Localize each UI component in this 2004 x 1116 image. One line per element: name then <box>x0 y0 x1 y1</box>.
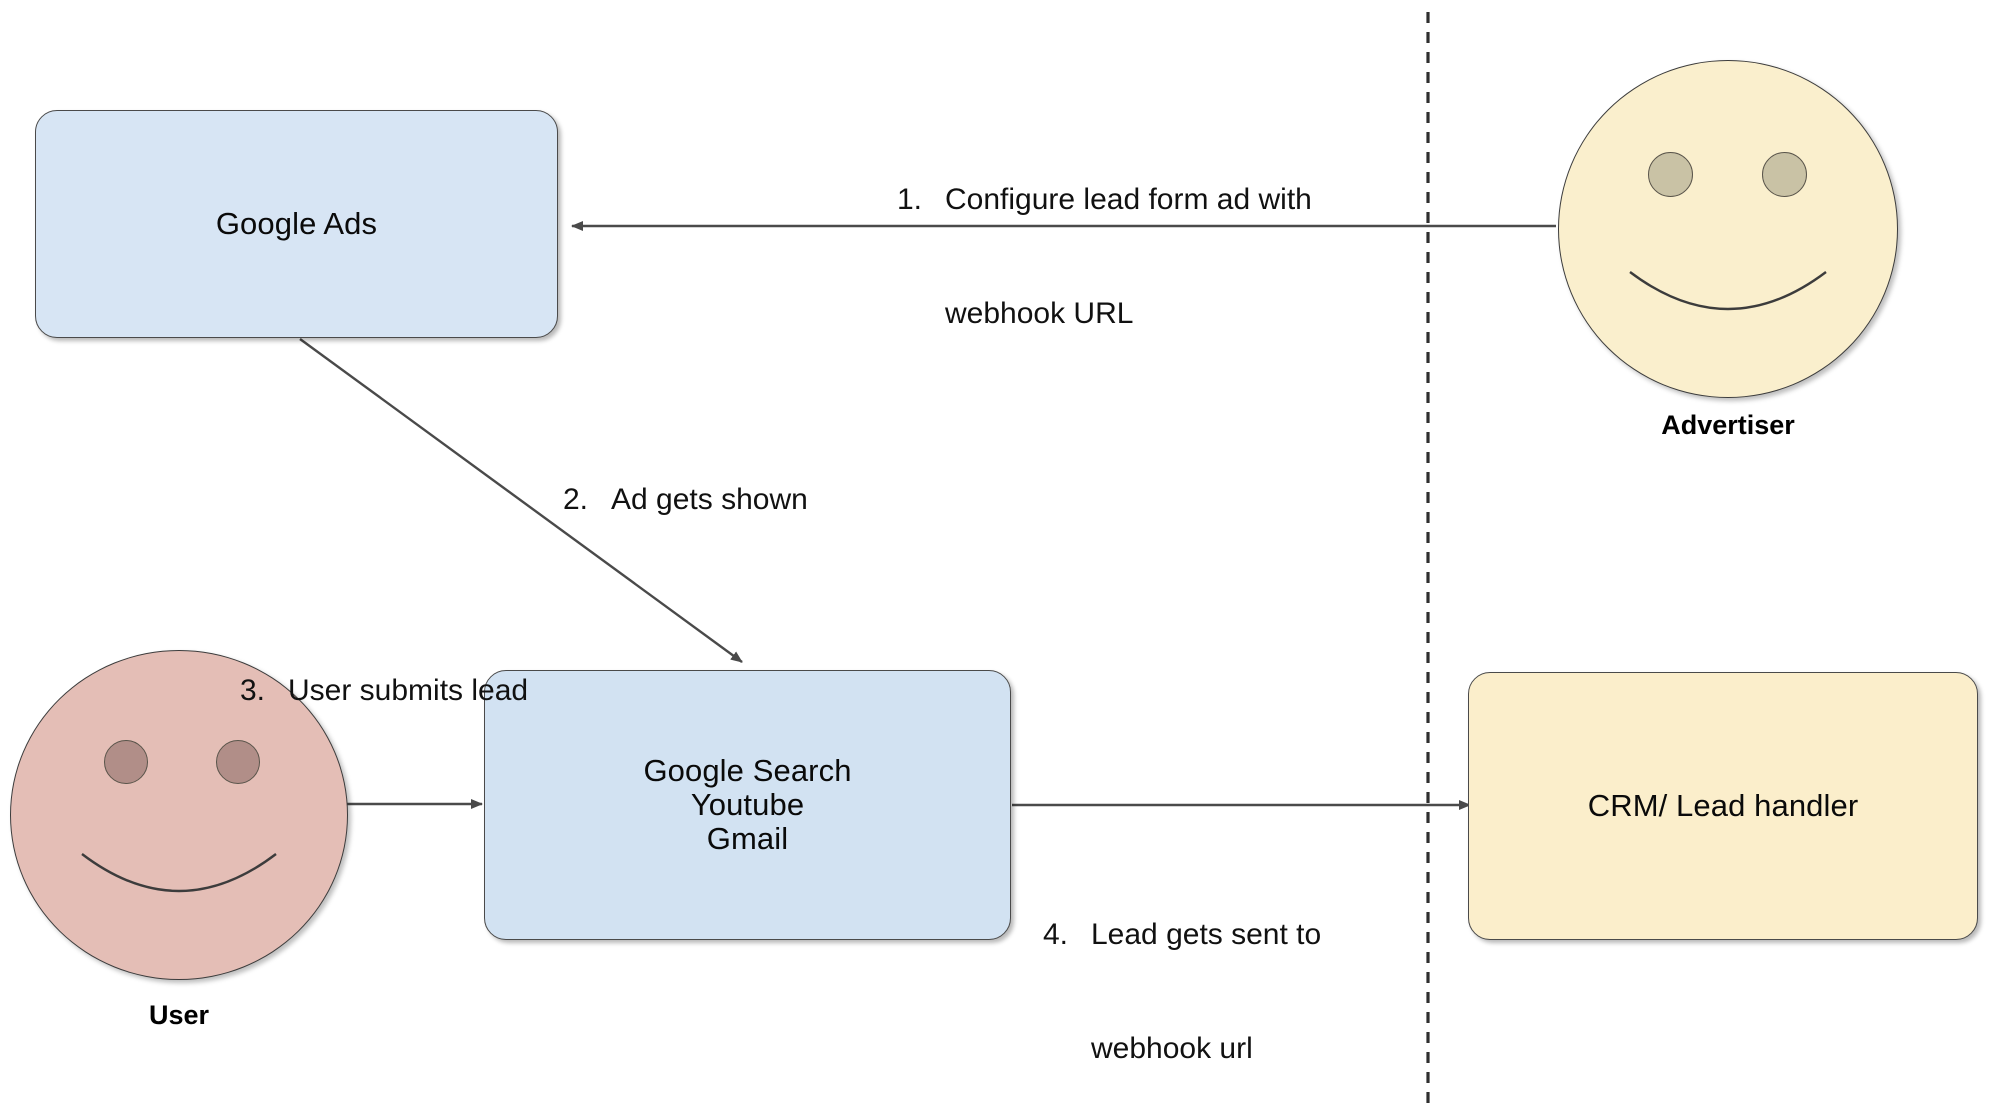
step-2-line-1: Ad gets shown <box>611 483 808 517</box>
step-4-label: 4. Lead gets sent to webhook url <box>1043 840 1321 1116</box>
step-4-number: 4. <box>1043 918 1069 952</box>
step-1-number: 1. <box>897 183 923 217</box>
advertiser-smile-icon <box>1629 271 1827 311</box>
user-left-eye-icon <box>104 740 148 784</box>
user-smiley-face-icon[interactable] <box>10 650 348 980</box>
step-3-line-1: User submits lead <box>288 674 529 708</box>
step-1-line-1: Configure lead form ad with <box>945 183 1312 217</box>
node-google-properties-label: Google Search Youtube Gmail <box>643 752 852 857</box>
advertiser-left-eye-icon <box>1648 152 1693 197</box>
step-3-label: 3. User submits lead <box>240 596 528 786</box>
advertiser-smiley-face-icon[interactable] <box>1558 60 1898 398</box>
node-google-ads[interactable]: Google Ads <box>35 110 558 338</box>
node-crm-lead-handler[interactable]: CRM/ Lead handler <box>1468 672 1978 940</box>
user-smile-icon <box>81 853 277 893</box>
step-1-label: 1. Configure lead form ad with webhook UR… <box>897 105 1312 410</box>
step-2-number: 2. <box>563 483 589 517</box>
node-google-properties[interactable]: Google Search Youtube Gmail <box>484 670 1011 940</box>
node-crm-lead-handler-label: CRM/ Lead handler <box>1587 787 1859 823</box>
step-2-label: 2. Ad gets shown <box>563 405 808 595</box>
step-1-line-2: webhook URL <box>945 297 1134 331</box>
step-4-line-2: webhook url <box>1091 1032 1253 1066</box>
advertiser-name-label: Advertiser <box>1661 410 1795 440</box>
user-right-eye-icon <box>216 740 260 784</box>
advertiser-right-eye-icon <box>1762 152 1807 197</box>
node-google-ads-label: Google Ads <box>215 205 378 241</box>
step-3-number: 3. <box>240 674 266 708</box>
step-4-line-1: Lead gets sent to <box>1091 918 1322 952</box>
user-name-label: User <box>148 1000 210 1030</box>
